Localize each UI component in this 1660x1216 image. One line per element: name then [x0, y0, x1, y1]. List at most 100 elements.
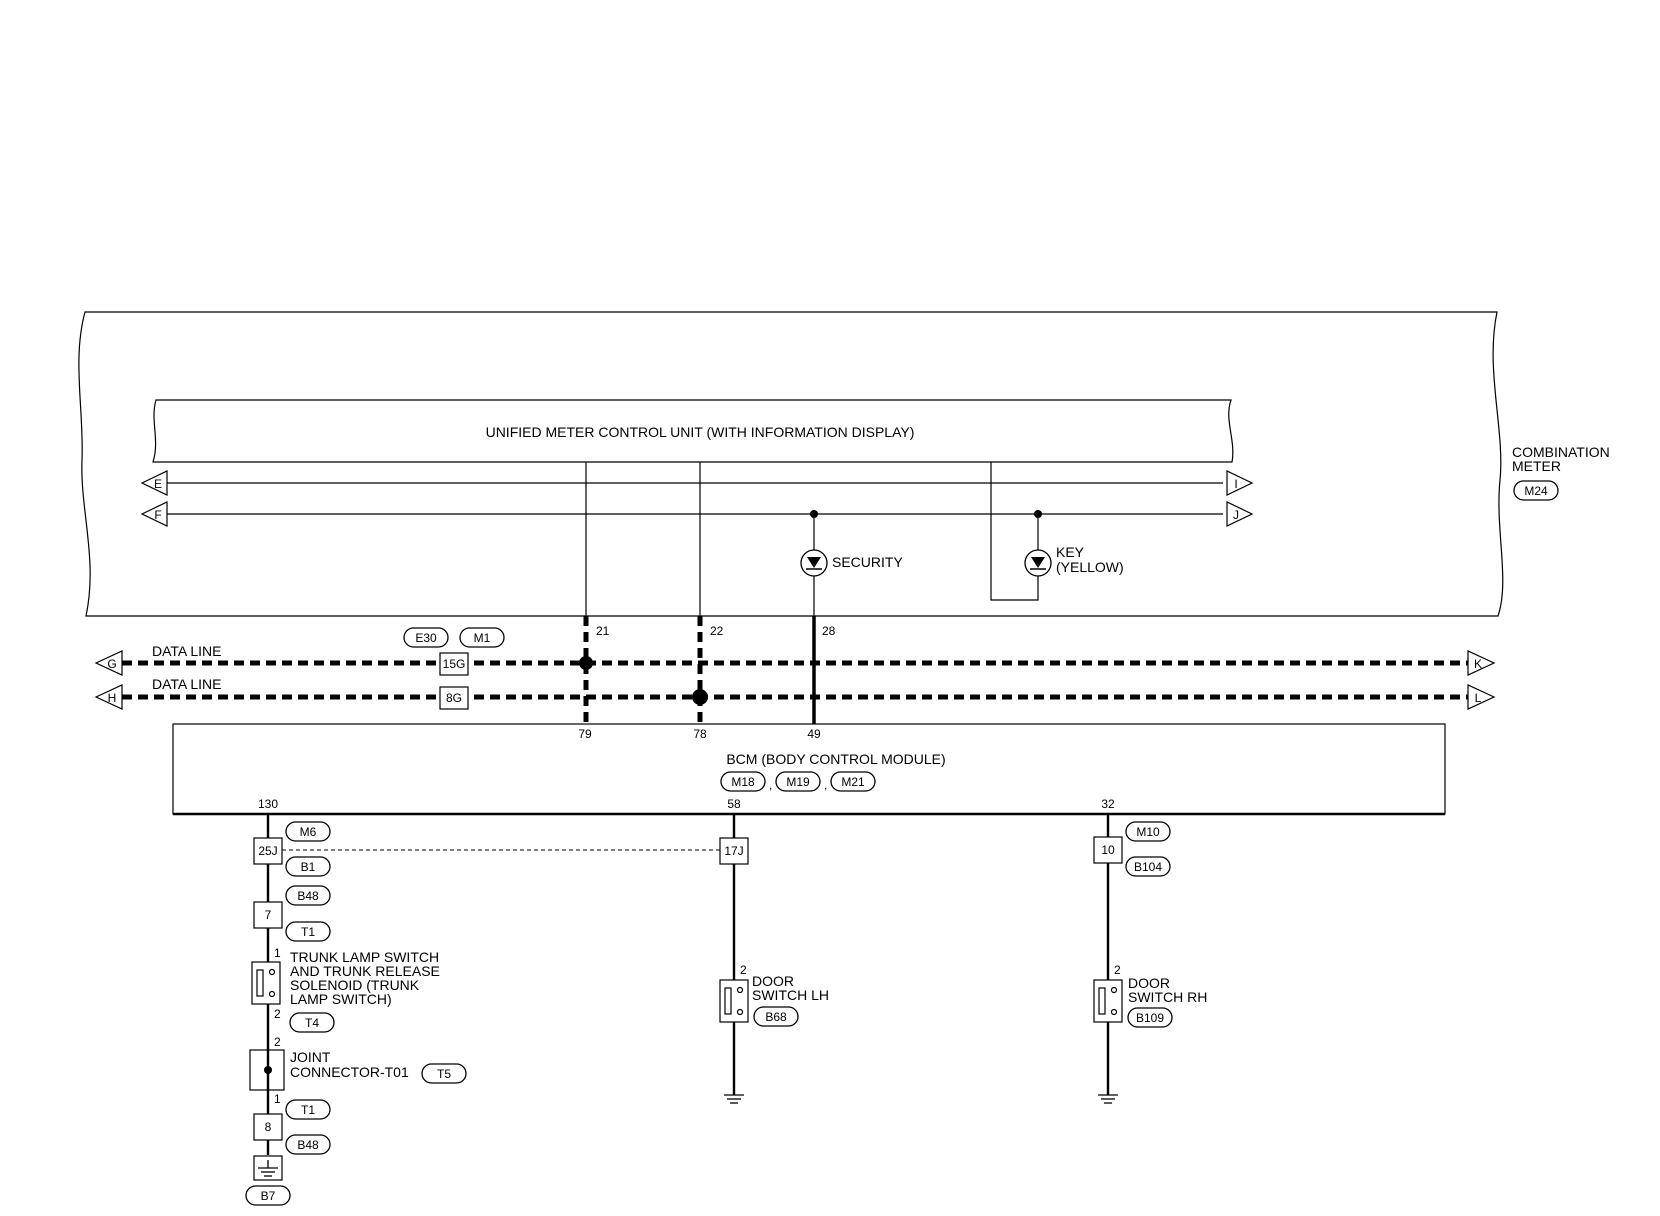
svg-text:M6: M6	[300, 825, 317, 839]
svg-text:8G: 8G	[446, 691, 462, 705]
door-lh-label: DOOR	[752, 973, 794, 989]
bcm-box	[172, 723, 1446, 815]
separator: ,	[769, 778, 772, 792]
meter-unit-outline	[152, 399, 1234, 463]
connector-b68: B68	[753, 1006, 799, 1027]
junction-dot	[810, 510, 818, 518]
svg-text:25J: 25J	[258, 844, 277, 858]
bcm-pin-58: 58	[727, 797, 741, 811]
meter-pin-28: 28	[822, 624, 836, 638]
data-line-label-1: DATA LINE	[152, 643, 222, 659]
junction-dot	[579, 656, 593, 670]
svg-text:M24: M24	[1524, 484, 1548, 498]
svg-text:B7: B7	[261, 1189, 276, 1203]
connector-b48-lower: B48	[285, 1134, 331, 1155]
connector-b1: B1	[285, 856, 331, 877]
bcm-pin-49: 49	[807, 727, 821, 741]
key-indicator-label: KEY	[1056, 544, 1085, 560]
ground-icon	[724, 1094, 744, 1104]
svg-text:B68: B68	[765, 1010, 787, 1024]
trunk-switch-pin-2: 2	[274, 1007, 281, 1021]
connector-t5: T5	[421, 1063, 467, 1084]
connector-b7: B7	[245, 1185, 291, 1206]
svg-text:E: E	[154, 477, 162, 491]
door-rh-label-2: SWITCH RH	[1128, 989, 1207, 1005]
connector-m1: M1	[459, 627, 505, 648]
pin-box-15g: 15G	[439, 652, 469, 676]
bcm-pin-130: 130	[258, 797, 278, 811]
svg-text:15G: 15G	[443, 657, 466, 671]
bcm-pin-32: 32	[1101, 797, 1115, 811]
door-rh-pin-2: 2	[1114, 963, 1121, 977]
svg-text:M21: M21	[841, 775, 865, 789]
key-led-icon	[1024, 549, 1052, 577]
off-page-arrow-j: J	[1226, 501, 1254, 527]
connector-b104: B104	[1125, 856, 1171, 877]
ground-icon	[1098, 1094, 1118, 1104]
bcm-pin-78: 78	[693, 727, 707, 741]
svg-text:B104: B104	[1134, 860, 1162, 874]
door-lh-label-2: SWITCH LH	[752, 987, 829, 1003]
svg-text:E30: E30	[415, 631, 437, 645]
trunk-switch-pin-1: 1	[274, 946, 281, 960]
door-lh-pin-2: 2	[740, 963, 747, 977]
trunk-switch-label-4: LAMP SWITCH)	[290, 991, 392, 1007]
svg-text:L: L	[1475, 691, 1482, 705]
off-page-arrow-i: I	[1226, 470, 1254, 496]
bcm-pin-79: 79	[578, 727, 592, 741]
joint-connector-label-2: CONNECTOR-T01	[290, 1064, 409, 1080]
bcm-connector-m18: M18	[720, 771, 766, 792]
connector-b48: B48	[285, 885, 331, 906]
connector-t1: T1	[285, 921, 331, 942]
svg-text:G: G	[107, 657, 116, 671]
joint-connector-pin-1: 1	[274, 1092, 281, 1106]
meter-pin-21: 21	[596, 624, 610, 638]
door-rh-label: DOOR	[1128, 975, 1170, 991]
svg-text:7: 7	[265, 908, 272, 922]
pin-box-8g: 8G	[439, 686, 469, 710]
svg-text:M19: M19	[786, 775, 810, 789]
joint-connector-icon	[249, 1049, 285, 1091]
meter-pin-22: 22	[710, 624, 724, 638]
svg-text:17J: 17J	[724, 844, 743, 858]
junction-dot	[692, 689, 708, 705]
off-page-arrow-l: L	[1467, 684, 1496, 710]
meter-unit-title: UNIFIED METER CONTROL UNIT (WITH INFORMA…	[486, 424, 915, 440]
svg-text:I: I	[1234, 477, 1237, 491]
combination-meter-outline	[78, 311, 1504, 617]
svg-text:F: F	[154, 508, 161, 522]
off-page-arrow-h: H	[94, 684, 123, 710]
connector-b109: B109	[1127, 1007, 1173, 1028]
svg-text:T4: T4	[305, 1016, 319, 1030]
key-indicator-label-2: (YELLOW)	[1056, 559, 1124, 575]
svg-text:J: J	[1233, 508, 1239, 522]
combination-meter-connector: M24	[1513, 480, 1559, 501]
svg-text:B48: B48	[297, 1138, 319, 1152]
off-page-arrow-k: K	[1467, 650, 1496, 676]
combination-meter-label-2: METER	[1512, 458, 1561, 474]
security-led-icon	[800, 549, 828, 577]
pin-box-17j: 17J	[719, 837, 749, 865]
trunk-lamp-switch-icon	[251, 961, 281, 1005]
pin-box-8: 8	[253, 1113, 283, 1141]
off-page-arrow-g: G	[94, 650, 123, 676]
data-line-label-2: DATA LINE	[152, 676, 222, 692]
bcm-title: BCM (BODY CONTROL MODULE)	[726, 751, 945, 767]
svg-text:M1: M1	[474, 631, 491, 645]
joint-connector-label: JOINT	[290, 1049, 331, 1065]
svg-text:T5: T5	[437, 1067, 451, 1081]
connector-e30: E30	[403, 627, 449, 648]
trunk-switch-label: TRUNK LAMP SWITCH	[290, 949, 439, 965]
off-page-arrow-f: F	[140, 501, 168, 527]
svg-text:10: 10	[1101, 843, 1115, 857]
pin-box-10: 10	[1093, 836, 1123, 864]
bcm-connector-m19: M19	[775, 771, 821, 792]
svg-text:T1: T1	[301, 1103, 315, 1117]
separator: ,	[824, 778, 827, 792]
svg-text:B1: B1	[301, 860, 316, 874]
svg-text:M10: M10	[1136, 825, 1160, 839]
svg-text:K: K	[1474, 657, 1482, 671]
trunk-switch-label-2: AND TRUNK RELEASE	[290, 963, 440, 979]
bcm-connector-m21: M21	[830, 771, 876, 792]
